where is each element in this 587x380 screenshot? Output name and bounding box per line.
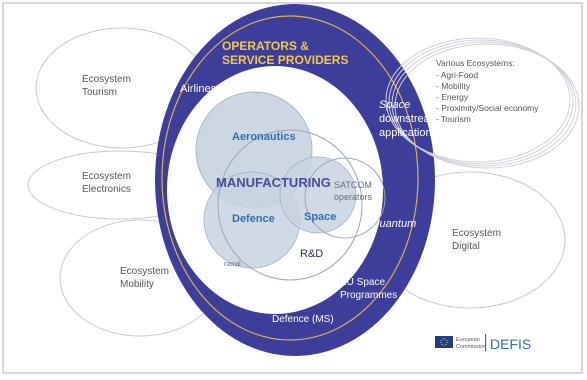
label-space-italic: Space [379, 99, 410, 111]
tourism-line1: Ecosystem [82, 74, 131, 85]
electronics-line1: Ecosystem [82, 171, 131, 182]
label-rd: R&D [300, 248, 323, 260]
label-eu-space-1: EU Space [340, 277, 385, 288]
logo-line2: Commission [456, 344, 486, 350]
various-item-agri-food: - Agri-Food [436, 70, 478, 80]
various-item-mobility: - Mobility [436, 81, 471, 91]
label-defence: Defence [232, 213, 275, 225]
label-defence-ms: Defence (MS) [272, 314, 334, 325]
various-item-tourism: - Tourism [436, 114, 471, 124]
label-applications: applications [379, 127, 438, 139]
mobility-line1: Ecosystem [120, 266, 169, 277]
european-commission-logo: European Commission DEFIS [435, 334, 531, 352]
satcom-circle [304, 157, 386, 239]
tourism-line2: Tourism [82, 87, 117, 98]
various-ecosystems-ellipses [385, 37, 580, 169]
gold-ring [161, 15, 419, 341]
various-item-proximity: - Proximity/Social economy [436, 103, 539, 113]
label-downstream: downstream [379, 113, 439, 125]
label-satcom-1: SATCOM [334, 180, 372, 190]
digital-line1: Ecosystem [452, 228, 501, 239]
label-aeronautics: Aeronautics [232, 131, 296, 143]
various-title: Various Ecosystems: [436, 58, 515, 68]
label-eu-space-2: Programmes [340, 290, 397, 301]
header-line2: SERVICE PROVIDERS [222, 53, 348, 67]
various-item-energy: - Energy [436, 92, 469, 102]
rd-ellipse [217, 129, 363, 281]
label-naval: naval [224, 261, 241, 268]
digital-line2: Digital [452, 241, 480, 252]
logo-line1: European [456, 337, 480, 343]
space-circle [279, 156, 357, 234]
eu-flag-icon [435, 336, 453, 348]
label-manufacturing: MANUFACTURING [216, 175, 331, 190]
electronics-line2: Electronics [82, 184, 131, 195]
header-line1: OPERATORS & [222, 39, 309, 53]
label-space: Space [304, 211, 336, 223]
logo-brand: DEFIS [490, 336, 531, 352]
mobility-line2: Mobility [120, 279, 154, 290]
label-airlines: Airlines [180, 83, 217, 95]
label-quantum: Quantum [371, 218, 416, 230]
label-satcom-2: operators [334, 192, 373, 202]
